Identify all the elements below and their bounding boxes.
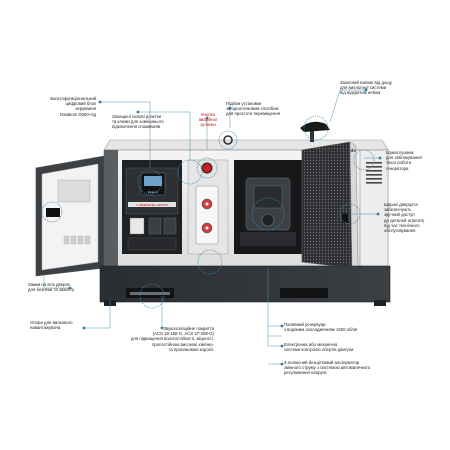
service-door-right[interactable] <box>301 141 359 269</box>
callout-dots <box>68 88 382 366</box>
callout-controller: Багатофункціональний цифровий блок керув… <box>50 96 96 117</box>
emergency-stop-button[interactable] <box>201 162 213 174</box>
service-door-left[interactable] <box>35 155 105 277</box>
base-frame <box>99 265 391 306</box>
forklift-slot-right <box>280 288 328 298</box>
callout-emergency: Кнопка аварійної зупинки <box>198 112 218 128</box>
emergency-stop-panel <box>187 159 229 255</box>
exhaust-rain-cap <box>300 121 330 142</box>
control-bay: Datakom ⚠ НЕБЕЗПЕЧНА НАПРУГА <box>122 160 182 254</box>
callout-alternator: 4-полюсний безщітковий альтернатор змінн… <box>284 360 371 376</box>
door-lock-right[interactable] <box>342 214 348 223</box>
callout-sockets: Захищені силові розетки та клеми для зов… <box>112 114 164 130</box>
callout-supports: Опори для вилкового навантажувача <box>30 320 73 331</box>
callout-doors: Широкі дверцята забезпечують зручний дос… <box>384 202 425 234</box>
callout-tank: Паливний резервуар з водяним охолодження… <box>284 322 358 333</box>
warning-label: ⚠ НЕБЕЗПЕЧНА НАПРУГА <box>136 203 169 207</box>
controller-brand: Datakom <box>148 190 158 194</box>
door-lock-left[interactable] <box>46 208 60 217</box>
callout-muffler: Шумоглушник для заблокування тихої робот… <box>386 150 422 171</box>
callout-insulation: Звукоізоляційне покриття (ACS 18-158-G, … <box>130 326 214 352</box>
callout-cover: Захисний ковпак від дощу для вихлопної с… <box>340 80 393 96</box>
callout-electronic: Електронна або механічна система контрол… <box>284 342 354 353</box>
leader-lines <box>43 89 380 365</box>
lifting-eye <box>223 135 233 145</box>
controller-unit[interactable]: Datakom <box>140 172 166 196</box>
callout-locks: Замки на всіх дверях для безпеки та захи… <box>28 282 75 293</box>
website-url: www.ata-power.de <box>316 148 356 153</box>
callout-lifting: Підйом установки за одноточковим спосібо… <box>226 101 280 117</box>
side-vents <box>366 162 382 184</box>
engine-bay <box>234 160 302 254</box>
callout-markers <box>41 115 375 309</box>
